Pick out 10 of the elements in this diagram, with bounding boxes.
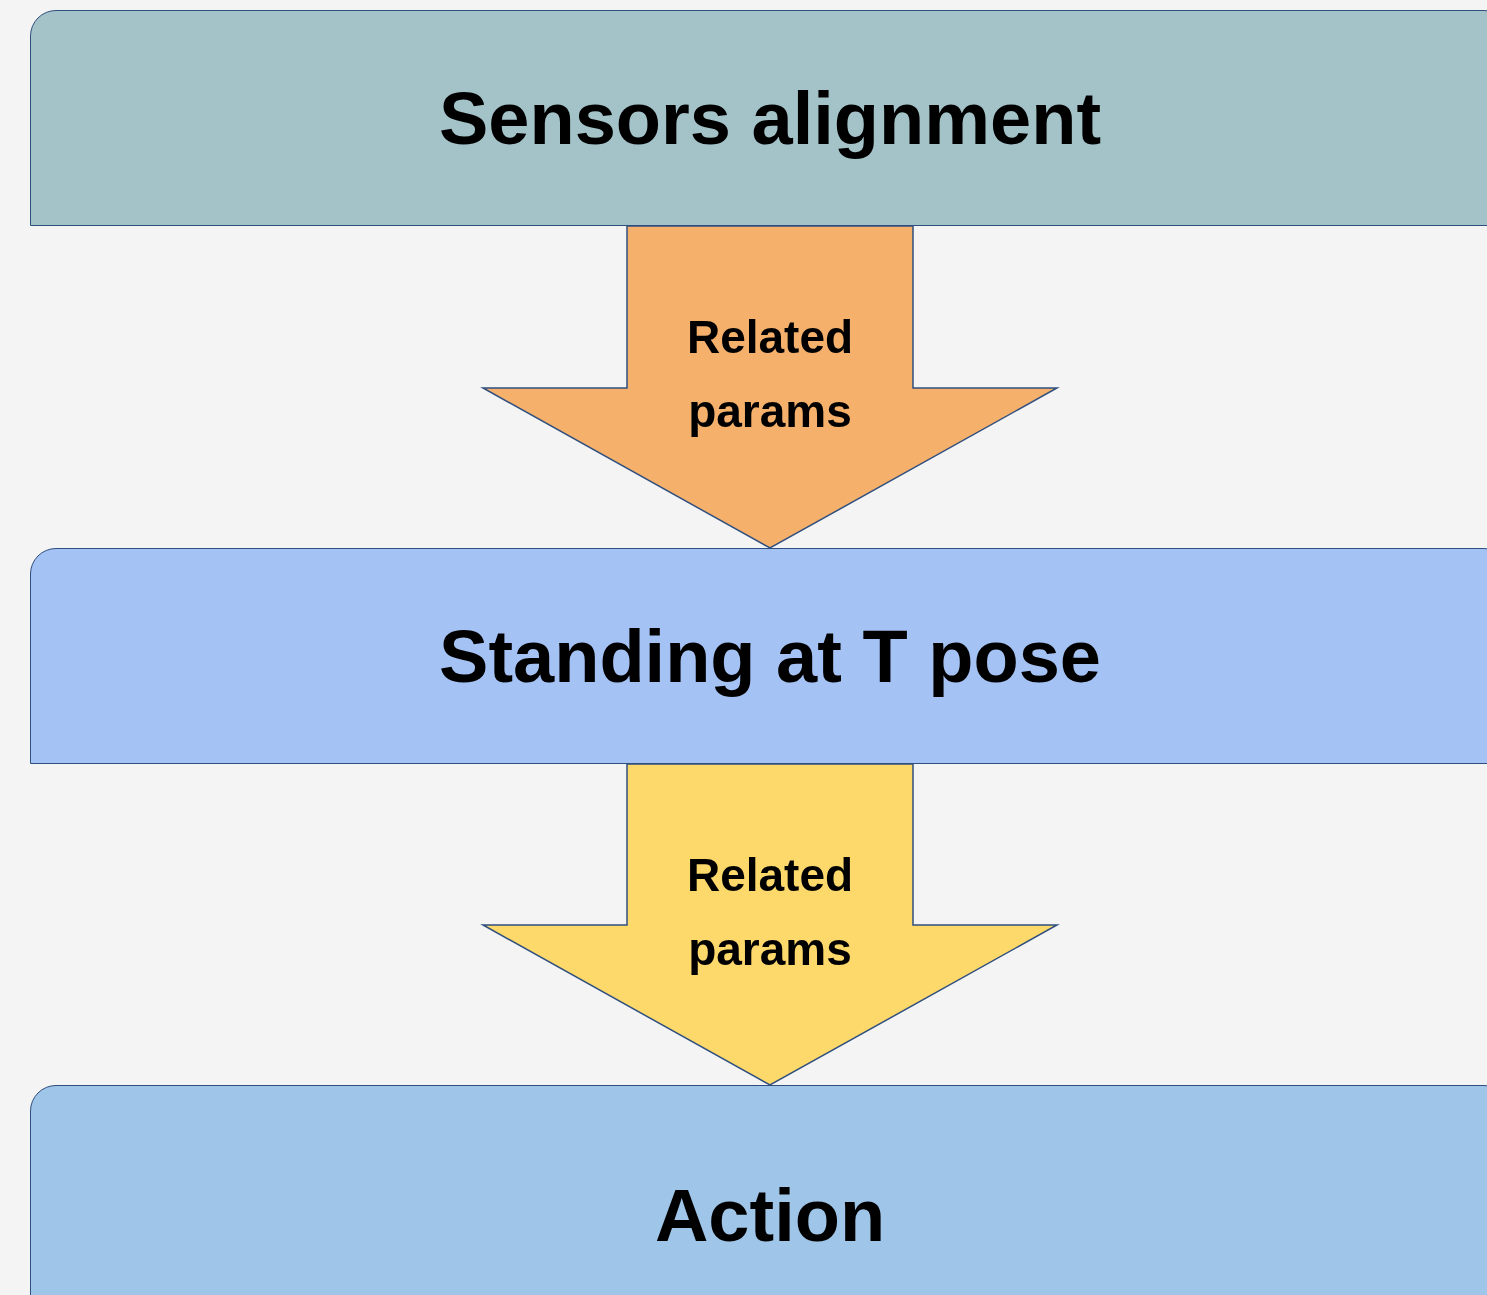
block-arrow [480, 225, 1060, 549]
box-title: Standing at T pose [439, 613, 1101, 699]
box-title: Sensors alignment [438, 75, 1102, 161]
process-box [30, 548, 1487, 764]
edge-label: Related params [685, 310, 855, 439]
box-title: Action [654, 1172, 886, 1258]
block-arrow [480, 763, 1060, 1086]
process-box [30, 1085, 1487, 1295]
process-box [30, 10, 1487, 226]
edge-label: Related params [685, 848, 855, 977]
